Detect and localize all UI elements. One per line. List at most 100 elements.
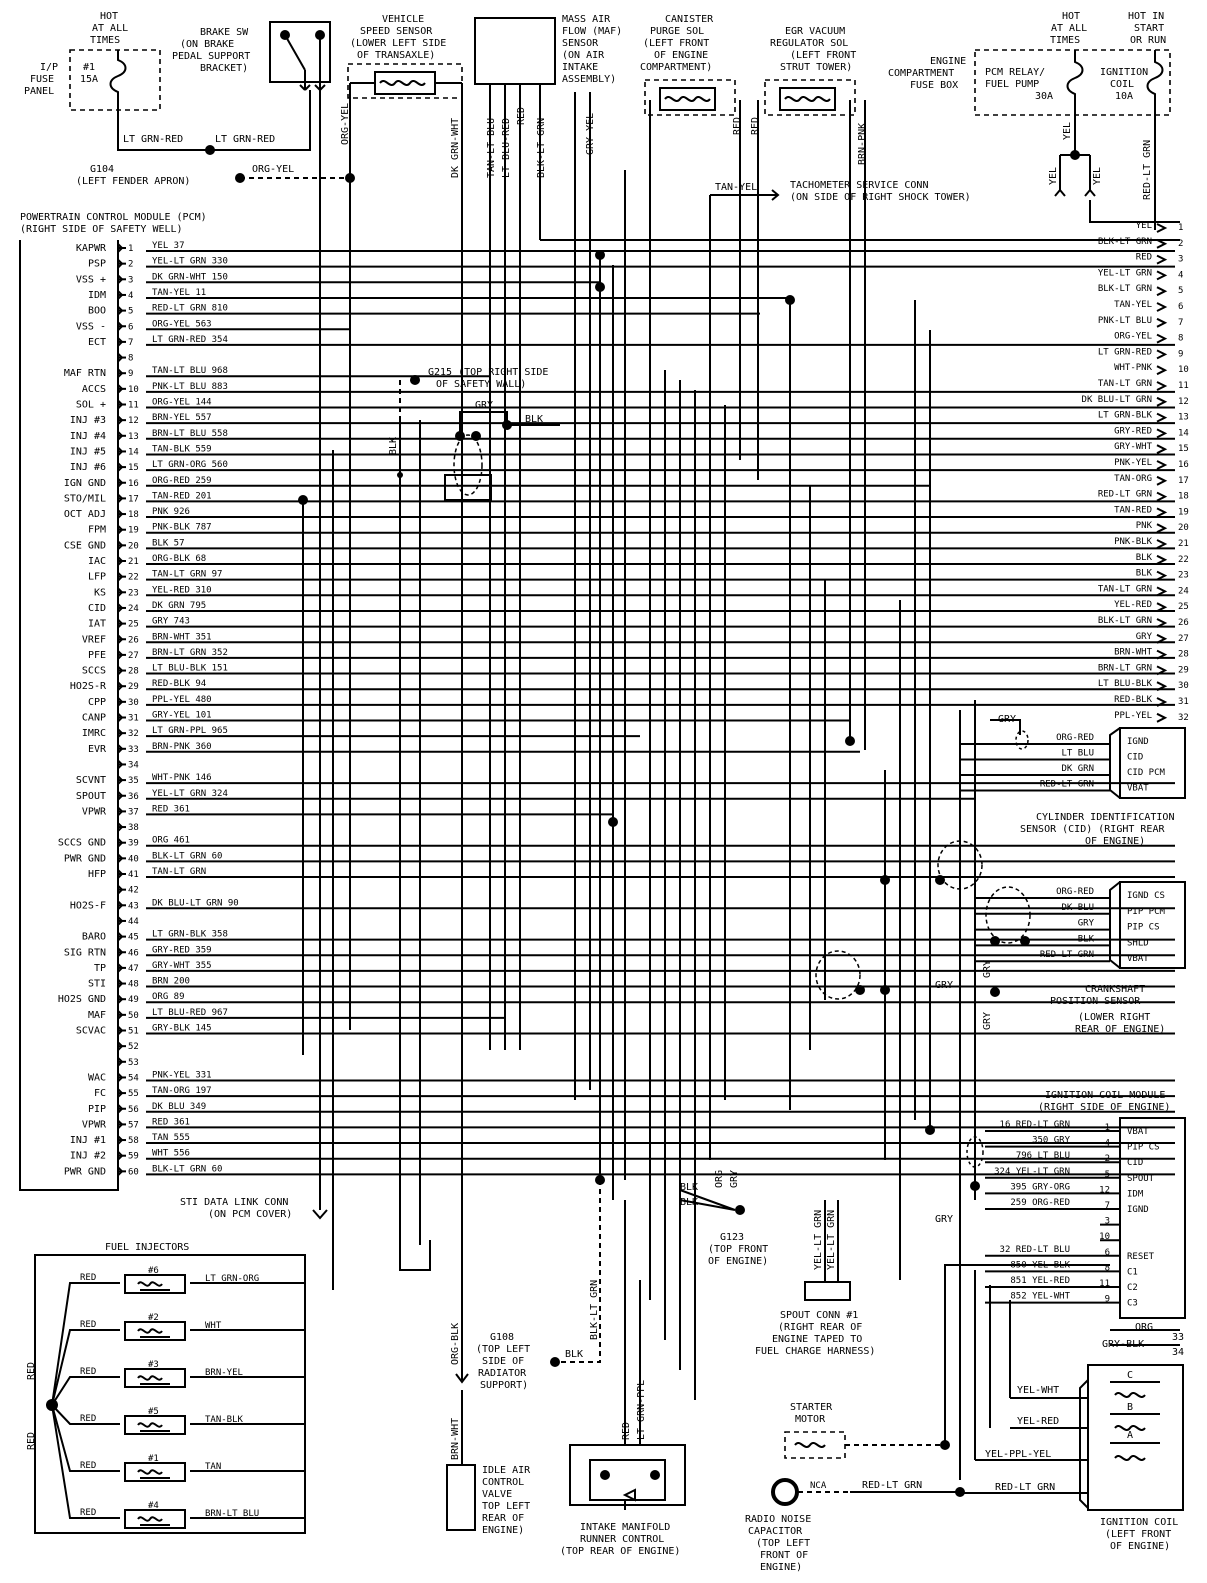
ip-fuse-panel-box	[69, 49, 161, 111]
svg-text:IGNITION: IGNITION	[1100, 67, 1148, 78]
ckp-pin-label: IGND CS	[1127, 891, 1165, 901]
cid-pin-label: CID PCM	[1127, 768, 1166, 778]
pcm-pin-wire: PNK 926	[152, 507, 190, 517]
svg-text:FRONT OF: FRONT OF	[760, 1550, 808, 1561]
pcm-pin-number: 7	[128, 338, 133, 348]
pcm-pin-function: SIG RTN	[64, 947, 106, 958]
icm-pin-number: 3	[1105, 1217, 1110, 1227]
svg-text:POSITION SENSOR: POSITION SENSOR	[1050, 996, 1141, 1007]
right-connector-number: 7	[1178, 318, 1183, 328]
pin-chevron	[117, 1057, 124, 1067]
svg-text:CRANKSHAFT: CRANKSHAFT	[1085, 984, 1145, 995]
pin-chevron	[1156, 665, 1168, 676]
pcm-pin-wire: DK BLU 349	[152, 1102, 206, 1112]
pin-chevron	[1156, 491, 1168, 502]
pcm-pin-number: 36	[128, 792, 139, 802]
right-connector-number: 26	[1178, 618, 1189, 628]
svg-text:PURGE SOL: PURGE SOL	[650, 26, 704, 37]
right-connector-color: PNK-YEL	[1114, 458, 1152, 468]
right-connector-number: 11	[1178, 381, 1189, 391]
cid-pin-label: CID	[1127, 753, 1143, 763]
pcm-pin-wire: BRN-LT GRN 352	[152, 648, 228, 658]
right-connector-number: 20	[1178, 523, 1189, 533]
right-connector-color: BLK-LT GRN	[1098, 284, 1152, 294]
fuse-1-symbol	[109, 50, 210, 151]
pin-chevron	[117, 305, 124, 316]
svg-text:PANEL: PANEL	[24, 86, 54, 97]
svg-text:REGULATOR SOL: REGULATOR SOL	[770, 38, 848, 49]
svg-text:COIL: COIL	[1110, 79, 1134, 90]
pcm-pin-number: 8	[128, 354, 133, 364]
pin-chevron	[117, 274, 124, 285]
pcm-pin-wire: PNK-LT BLU 883	[152, 382, 228, 392]
icm-pin-3: 3	[1100, 1217, 1120, 1227]
hot-at-all-times-left-line2: AT ALL	[92, 23, 128, 34]
ignition-coil-module: IGNITION COIL MODULE (RIGHT SIDE OF ENGI…	[935, 1090, 1186, 1358]
egr-vacuum-regulator-solenoid: EGR VACUUM REGULATOR SOL (LEFT FRONT STR…	[750, 26, 868, 165]
pcm-pin-number: 41	[128, 870, 139, 880]
svg-text:ORG: ORG	[714, 1170, 725, 1188]
svg-text:RED: RED	[621, 1422, 632, 1440]
g215-ground: BLK G215 (TOP RIGHT SIDE OF SAFETY WALL)…	[388, 367, 560, 501]
svg-text:GRY: GRY	[935, 1214, 953, 1225]
pin-chevron	[117, 978, 124, 989]
pcm-pin-wire: BRN-LT BLU 558	[152, 429, 228, 439]
pcm-pin-number: 28	[128, 667, 139, 677]
pin-chevron	[117, 478, 124, 488]
injector-coil	[137, 1375, 163, 1381]
right-connector-number: 13	[1178, 413, 1189, 423]
pcm-pin-function: ACCS	[82, 384, 106, 395]
pin-chevron	[117, 587, 124, 598]
icm-pin-function: C3	[1127, 1299, 1138, 1309]
pin-chevron	[1156, 270, 1168, 281]
svg-text:10A: 10A	[1115, 91, 1133, 102]
pcm-pin-number: 35	[128, 776, 139, 786]
pcm-pin-number: 18	[128, 510, 139, 520]
pcm-pin-number: 23	[128, 588, 139, 598]
pcm-pin-wire: TAN 555	[152, 1133, 190, 1143]
svg-text:RADIO NOISE: RADIO NOISE	[745, 1514, 811, 1525]
svg-text:RED: RED	[750, 117, 761, 135]
pin-chevron	[1156, 523, 1168, 534]
injector-body	[124, 1462, 186, 1482]
pcm-pin-wire: PPL-YEL 480	[152, 695, 212, 705]
injector-body	[124, 1415, 186, 1435]
pcm-module	[19, 240, 119, 1191]
svg-text:ENGINE): ENGINE)	[760, 1562, 802, 1573]
right-connector-number: 23	[1178, 571, 1189, 581]
pcm-pin-function: IDM	[88, 290, 106, 301]
right-connector-color: DK BLU-LT GRN	[1082, 395, 1152, 405]
right-connector-number: 2	[1178, 239, 1183, 249]
pcm-pin-number: 39	[128, 839, 139, 849]
svg-text:TIMES: TIMES	[1050, 35, 1080, 46]
right-connector-number: 15	[1178, 444, 1189, 454]
injector-signal-label: BRN-LT BLU	[205, 1509, 259, 1519]
pcm-pin-number: 55	[128, 1089, 139, 1099]
pcm-pin-number: 38	[128, 823, 139, 833]
pin-chevron	[1156, 633, 1168, 644]
pin-chevron	[117, 1010, 124, 1020]
pcm-pin-number: 34	[128, 760, 139, 770]
pin-chevron	[117, 1088, 124, 1098]
pin-chevron	[1156, 681, 1168, 692]
